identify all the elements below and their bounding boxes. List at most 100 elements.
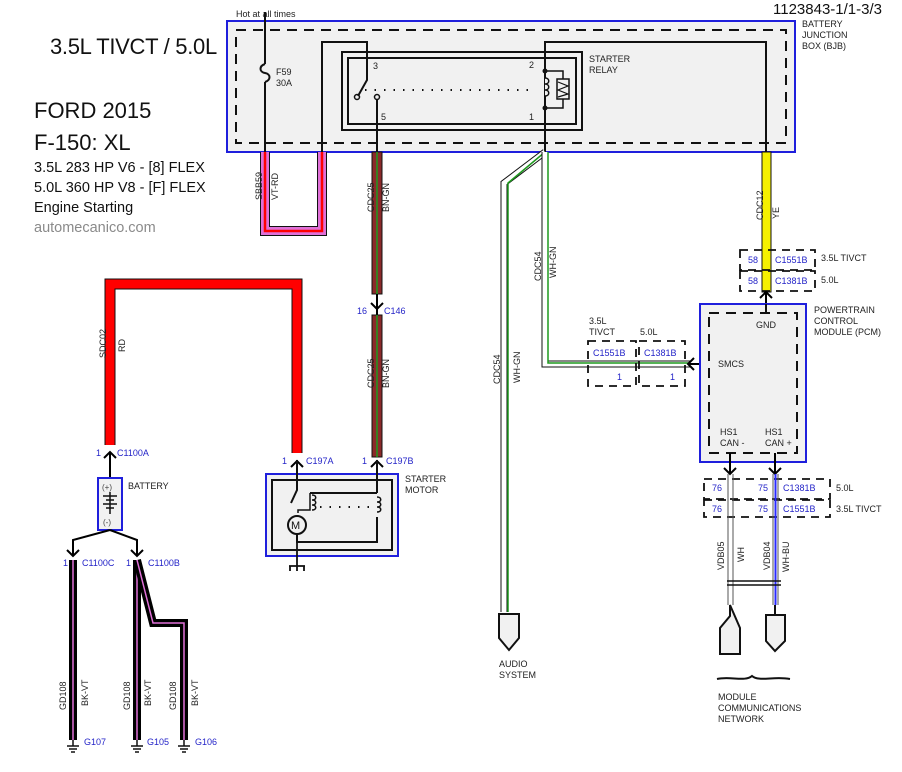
vdb05-circuit: VDB05 xyxy=(716,541,726,570)
relay-coil-route xyxy=(544,41,767,152)
ground-wires: GD108 BK-VT GD108 BK-VT GD108 BK-VT G107… xyxy=(58,559,217,753)
model-name: F-150: XL xyxy=(34,130,131,155)
vdb04-wire xyxy=(772,474,779,605)
bjb-dashed-boundary xyxy=(235,29,787,144)
can-variant-50: 5.0L xyxy=(836,483,854,493)
cdc54-audio-circuit: CDC54 xyxy=(492,354,502,384)
gd108-c-color: BK-VT xyxy=(190,679,200,706)
starter-motor-name-2: MOTOR xyxy=(405,485,439,495)
cdc12-color: YE xyxy=(771,207,781,219)
fuse-id: F59 xyxy=(276,67,292,77)
bjb-name-2: JUNCTION xyxy=(802,30,848,40)
relay-pin3-route xyxy=(321,41,368,152)
document-id: 1123843-1/1-3/3 xyxy=(773,1,882,18)
cdc54-pcm-base xyxy=(542,152,690,367)
pcm-pin-can-plus-1: HS1 xyxy=(765,427,783,437)
engine-spec-v6: 3.5L 283 HP V6 - [8] FLEX xyxy=(34,160,205,176)
relay-pin-2: 2 xyxy=(529,60,534,70)
network-brace-icon xyxy=(716,674,791,680)
smcs-variant-50: 5.0L xyxy=(640,327,658,337)
c197a-id: C197A xyxy=(306,456,334,466)
c1100b-pin: 1 xyxy=(126,558,131,568)
cdc54-audio-stripe xyxy=(507,151,546,612)
pcm-outline xyxy=(699,303,807,463)
relay-contact-common xyxy=(353,93,361,101)
sbb59-color: VT-RD xyxy=(270,172,280,200)
c146-id: C146 xyxy=(384,306,406,316)
c1100-connector-icons xyxy=(66,549,144,558)
vdb05-wire xyxy=(727,474,734,605)
pcm-name-1: POWERTRAIN xyxy=(814,305,875,315)
bjb-name-1: BATTERY xyxy=(802,19,843,29)
cdc12-circuit: CDC12 xyxy=(755,190,765,220)
gnd-c1381b-box xyxy=(739,270,816,292)
cdc25-upper-color: BN-GN xyxy=(381,183,391,212)
smcs-c1551b-id: C1551B xyxy=(593,348,626,358)
wire-cdc25: CDC25 BN-GN 16 C146 CDC25 BN-GN xyxy=(357,151,406,458)
network-name-3: NETWORK xyxy=(718,714,764,724)
network-name-2: COMMUNICATIONS xyxy=(718,703,801,713)
smcs-variant-tivct-2: TIVCT xyxy=(589,327,616,337)
gd108-a-circuit: GD108 xyxy=(58,681,68,710)
can-variant-tivct: 3.5L TIVCT xyxy=(836,504,882,514)
network-connector-plus xyxy=(765,605,786,653)
solenoid-switch xyxy=(290,460,298,504)
cdc54-pcm-stripe xyxy=(547,152,690,364)
network-connector-minus xyxy=(719,604,741,655)
relay-name-2: RELAY xyxy=(589,65,618,75)
c197a-pin: 1 xyxy=(282,456,287,466)
gnd-c1381b-id: C1381B xyxy=(775,276,808,286)
pcm-pin-gnd: GND xyxy=(756,320,777,330)
pull-in-coil-icon xyxy=(311,494,317,511)
c1100a-id: C1100A xyxy=(117,448,149,458)
can-c1381b-id: C1381B xyxy=(783,483,816,493)
can-network: 76 75 C1381B 76 75 C1551B 5.0L 3.5L TIVC… xyxy=(703,453,882,724)
c1100a-pin: 1 xyxy=(96,448,101,458)
gd108-c-stripe xyxy=(136,559,185,740)
starter-motor: 1 C197A 1 C197B STARTER MOTOR M xyxy=(265,456,447,571)
engine-spec-v8: 5.0L 360 HP V8 - [F] FLEX xyxy=(34,180,206,196)
ground-icon-g107 xyxy=(67,740,79,753)
chassis-ground-icon xyxy=(289,534,305,571)
vdb04-circuit: VDB04 xyxy=(762,541,772,570)
system-name: Engine Starting xyxy=(34,200,134,216)
relay-node-1 xyxy=(542,105,548,111)
starter-motor-name-1: STARTER xyxy=(405,474,447,484)
sdc02-color: RD xyxy=(117,339,127,352)
c197-connector-icons xyxy=(290,459,384,468)
gd108-c-circuit: GD108 xyxy=(168,681,178,710)
bjb-name-3: BOX (BJB) xyxy=(802,41,846,51)
ground-g106: G106 xyxy=(195,737,217,747)
c1100c-pin: 1 xyxy=(63,558,68,568)
relay-pin-3: 3 xyxy=(373,61,378,71)
sdc02-circuit: SDC02 xyxy=(98,329,108,358)
pull-in-route xyxy=(297,493,311,513)
c1100b-id: C1100B xyxy=(148,558,180,568)
can-c1381b-pin-plus: 75 xyxy=(758,483,768,493)
hot-at-all-times-label: Hot at all times xyxy=(236,9,296,19)
c197b-id: C197B xyxy=(386,456,414,466)
website-label[interactable]: automecanico.com xyxy=(34,220,156,236)
wire-stripe-red xyxy=(263,152,324,233)
fuse-rating: 30A xyxy=(276,78,292,88)
gd108-b-color: BK-VT xyxy=(143,679,153,706)
audio-system-name-1: AUDIO xyxy=(499,659,528,669)
relay-outer xyxy=(341,51,583,131)
c146-pin-number: 16 xyxy=(357,306,367,316)
wire-sdc02: SDC02 RD xyxy=(98,278,303,453)
can-c1551b-id: C1551B xyxy=(783,504,816,514)
wire-cdc12: CDC12 YE 58 C1551B 58 C1381B 3.5L TIVCT … xyxy=(739,151,867,314)
pcm-pin-can-minus-1: HS1 xyxy=(720,427,738,437)
cdc25-lower-circuit: CDC25 xyxy=(366,358,376,388)
gd108-a-color: BK-VT xyxy=(80,679,90,706)
pcm-name-3: MODULE (PCM) xyxy=(814,327,881,337)
audio-system-name-2: SYSTEM xyxy=(499,670,536,680)
sbb59-circuit: SBB59 xyxy=(254,172,264,200)
cdc25-lower-color: BN-GN xyxy=(381,359,391,388)
cdc54-audio-outline xyxy=(500,149,548,612)
c1100a-connector-icon xyxy=(103,450,117,478)
can-c1381b-pin-minus: 76 xyxy=(712,483,722,493)
cdc54-audio-base xyxy=(501,150,547,612)
audio-system-icon xyxy=(498,613,520,652)
make-year: FORD 2015 xyxy=(34,98,152,123)
